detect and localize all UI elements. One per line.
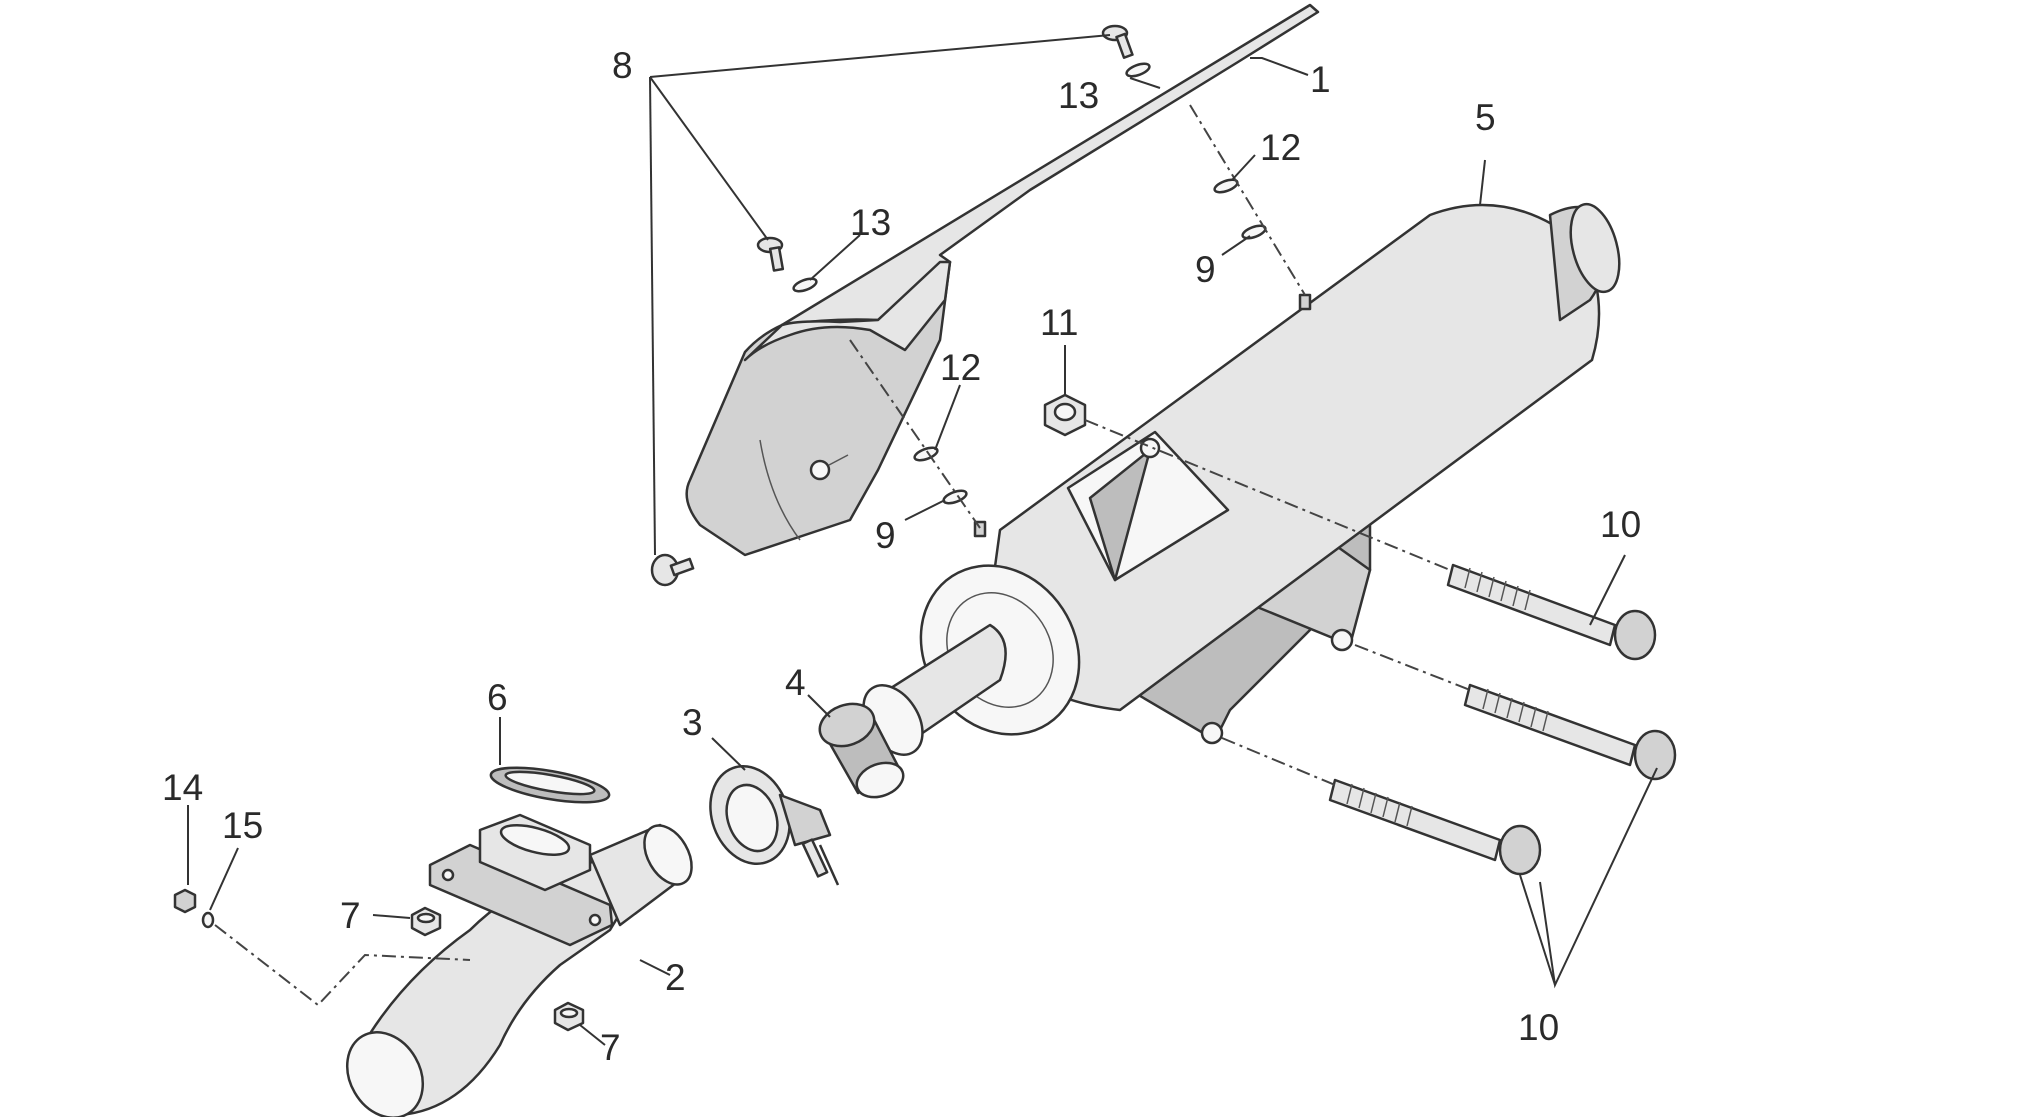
callout-15: 15 [222,805,263,846]
assembly-lines [214,104,1471,1007]
nut-7-lower [553,1001,585,1032]
callout-5: 5 [1475,97,1496,138]
screw-8-middle [756,236,785,272]
callout-9-left: 9 [875,515,896,556]
callout-11: 11 [1040,302,1078,343]
callout-12-left: 12 [940,347,981,388]
screw-8-bottom [650,553,695,587]
callout-10-bottom: 10 [1518,1007,1559,1048]
callout-4: 4 [785,662,806,703]
callout-13-left: 13 [850,202,891,243]
bolt-10-middle [1463,683,1677,781]
leader-lines [187,34,1658,1046]
callout-6: 6 [487,677,508,718]
silencer [862,202,1621,756]
callout-8: 8 [612,45,633,86]
gasket-6 [489,766,611,804]
sleeve-4 [818,702,905,799]
callout-2: 2 [665,957,686,998]
plug-14 [173,888,197,914]
heat-shield [685,3,1320,557]
callout-3: 3 [682,702,703,743]
bolt-10-bottom [1328,778,1542,876]
callout-12-right: 12 [1260,127,1301,168]
callout-labels: 1 13 12 9 5 11 12 9 13 8 10 10 3 4 6 2 7… [162,45,1641,1068]
callout-9-right: 9 [1195,249,1216,290]
callout-14: 14 [162,767,203,808]
callout-13-top: 13 [1058,75,1099,116]
manifold-pipe-2 [346,813,693,1117]
callout-7-upper: 7 [340,895,361,936]
bolt-10-top [1446,563,1657,661]
washer-13-top [1125,62,1151,78]
washer-13-left [792,277,818,293]
washer-12-left [913,446,939,462]
clamp-3 [709,765,840,886]
screw-8-top [1101,24,1134,59]
washer-15 [201,911,215,929]
callout-1: 1 [1310,59,1331,100]
callout-7-lower: 7 [600,1027,621,1068]
nut-11 [1043,393,1087,437]
callout-10-top: 10 [1600,504,1641,545]
nut-7-upper [410,906,442,937]
